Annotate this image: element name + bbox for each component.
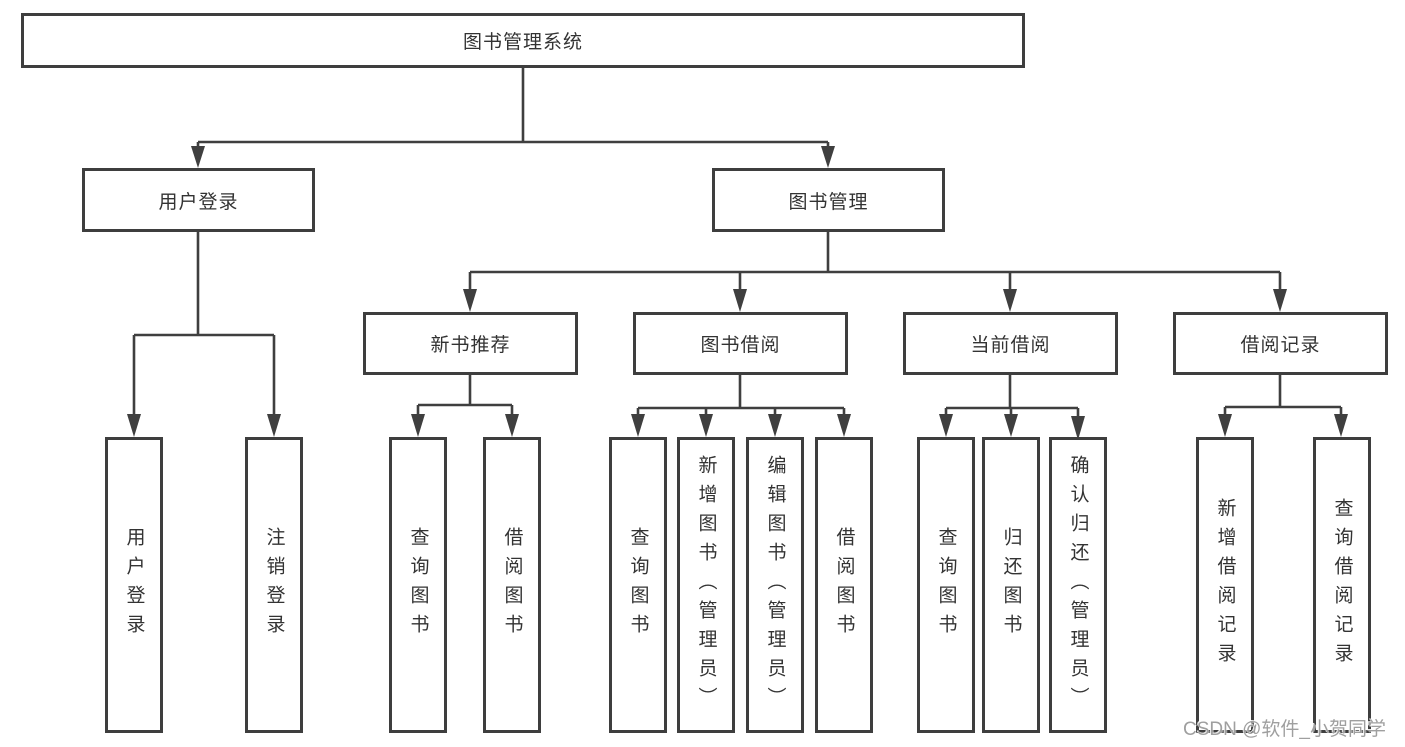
node-book-borrow-label: 图书借阅 <box>700 335 781 356</box>
leaf-user-login-label: 用户登录 <box>123 527 145 643</box>
node-borrow-records-label: 借阅记录 <box>1240 335 1321 356</box>
leaf-edit-books-admin: 编辑图书（管理员） <box>746 437 804 733</box>
node-user-login-label: 用户登录 <box>158 191 239 213</box>
leaf-borrow-query-books-label: 查询图书 <box>627 527 649 643</box>
leaf-logout-login: 注销登录 <box>245 437 303 733</box>
leaf-add-borrow-record: 新增借阅记录 <box>1196 437 1254 733</box>
node-book-management-label: 图书管理 <box>788 191 869 213</box>
leaf-recommend-query-books: 查询图书 <box>389 437 447 733</box>
node-user-login: 用户登录 <box>82 168 315 232</box>
csdn-watermark: CSDN @软件_小贺同学 <box>1183 719 1386 740</box>
node-book-management: 图书管理 <box>712 168 945 232</box>
edge-book-management-to-level3 <box>463 232 1287 312</box>
node-root-label: 图书管理系统 <box>462 32 583 53</box>
node-current-borrow: 当前借阅 <box>903 312 1118 375</box>
leaf-query-borrow-record: 查询借阅记录 <box>1313 437 1371 733</box>
leaf-borrow-borrow-books-label: 借阅图书 <box>833 527 855 643</box>
node-book-borrow: 图书借阅 <box>633 312 848 375</box>
node-new-book-recommend: 新书推荐 <box>363 312 578 375</box>
node-new-book-recommend-label: 新书推荐 <box>430 335 511 356</box>
edge-user-login-to-leaves <box>127 232 281 437</box>
leaf-edit-books-admin-label: 编辑图书（管理员） <box>764 454 786 716</box>
leaf-add-borrow-record-label: 新增借阅记录 <box>1214 498 1236 672</box>
leaf-logout-login-label: 注销登录 <box>263 527 285 643</box>
leaf-user-login: 用户登录 <box>105 437 163 733</box>
edge-book-borrow-to-leaves <box>631 375 851 437</box>
leaf-return-books-label: 归还图书 <box>1000 527 1022 643</box>
leaf-return-books: 归还图书 <box>982 437 1040 733</box>
leaf-confirm-return-admin: 确认归还（管理员） <box>1049 437 1107 733</box>
leaf-borrow-borrow-books: 借阅图书 <box>815 437 873 733</box>
edge-current-borrow-to-leaves <box>939 375 1085 440</box>
leaf-recommend-borrow-books-label: 借阅图书 <box>501 527 523 643</box>
leaf-recommend-borrow-books: 借阅图书 <box>483 437 541 733</box>
edge-borrow-records-to-leaves <box>1218 375 1348 437</box>
leaf-query-borrow-record-label: 查询借阅记录 <box>1331 498 1353 672</box>
leaf-confirm-return-admin-label: 确认归还（管理员） <box>1067 454 1089 716</box>
leaf-recommend-query-books-label: 查询图书 <box>407 527 429 643</box>
leaf-current-query-books-label: 查询图书 <box>935 527 957 643</box>
node-root-system: 图书管理系统 <box>21 13 1025 68</box>
leaf-add-books-admin: 新增图书（管理员） <box>677 437 735 733</box>
node-current-borrow-label: 当前借阅 <box>970 335 1051 356</box>
leaf-current-query-books: 查询图书 <box>917 437 975 733</box>
node-borrow-records: 借阅记录 <box>1173 312 1388 375</box>
leaf-add-books-admin-label: 新增图书（管理员） <box>695 454 717 716</box>
edge-new-book-recommend-to-leaves <box>411 375 519 437</box>
leaf-borrow-query-books: 查询图书 <box>609 437 667 733</box>
edge-root-to-level2 <box>191 68 835 168</box>
